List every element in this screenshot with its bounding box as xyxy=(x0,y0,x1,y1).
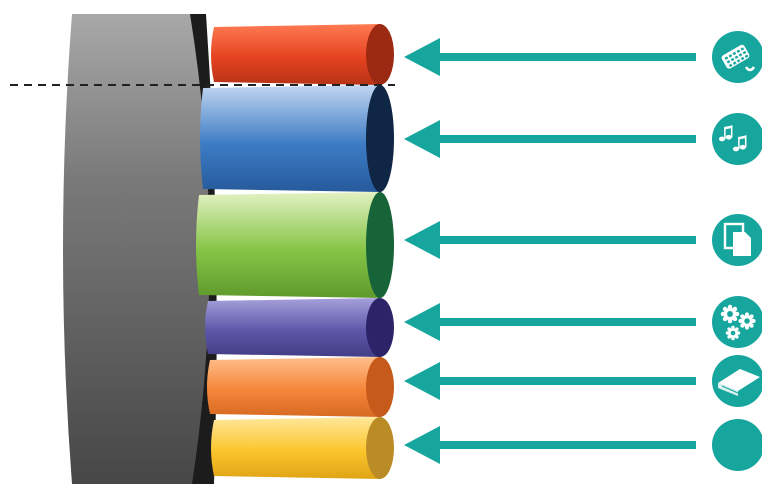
layer-end-cap xyxy=(366,357,394,417)
layer-end-cap xyxy=(366,298,394,357)
book-icon xyxy=(712,355,762,407)
circle-icon xyxy=(712,419,762,471)
layer-body xyxy=(211,417,380,479)
icon-column xyxy=(712,31,762,471)
layer-body xyxy=(200,85,380,192)
layer-end-cap xyxy=(366,85,394,192)
keyboard-mouse-icon xyxy=(712,31,762,83)
music-notes-icon xyxy=(712,113,762,165)
layer-body xyxy=(205,298,380,357)
pages-icon xyxy=(712,214,762,266)
layer-red xyxy=(211,24,394,85)
layer-end-cap xyxy=(366,24,394,85)
layer-yellow xyxy=(211,417,394,479)
layer-green xyxy=(196,192,394,298)
layer-end-cap xyxy=(366,417,394,479)
arrow-layer-green xyxy=(404,221,696,259)
arrow-layer-purple xyxy=(404,303,696,341)
arrow-layer-orange xyxy=(404,362,696,400)
arrow-set xyxy=(404,38,696,464)
layer-blue xyxy=(200,85,394,192)
layer-body xyxy=(196,192,380,298)
arrow-layer-blue xyxy=(404,120,696,158)
gears-icon xyxy=(712,296,762,348)
arrow-layer-yellow xyxy=(404,426,696,464)
layer-body xyxy=(207,357,380,417)
arrow-layer-red xyxy=(404,38,696,76)
layer-end-cap xyxy=(366,192,394,298)
layer-purple xyxy=(205,298,394,357)
layer-stack xyxy=(196,24,394,479)
layer-orange xyxy=(207,357,394,417)
layer-body xyxy=(211,24,380,85)
